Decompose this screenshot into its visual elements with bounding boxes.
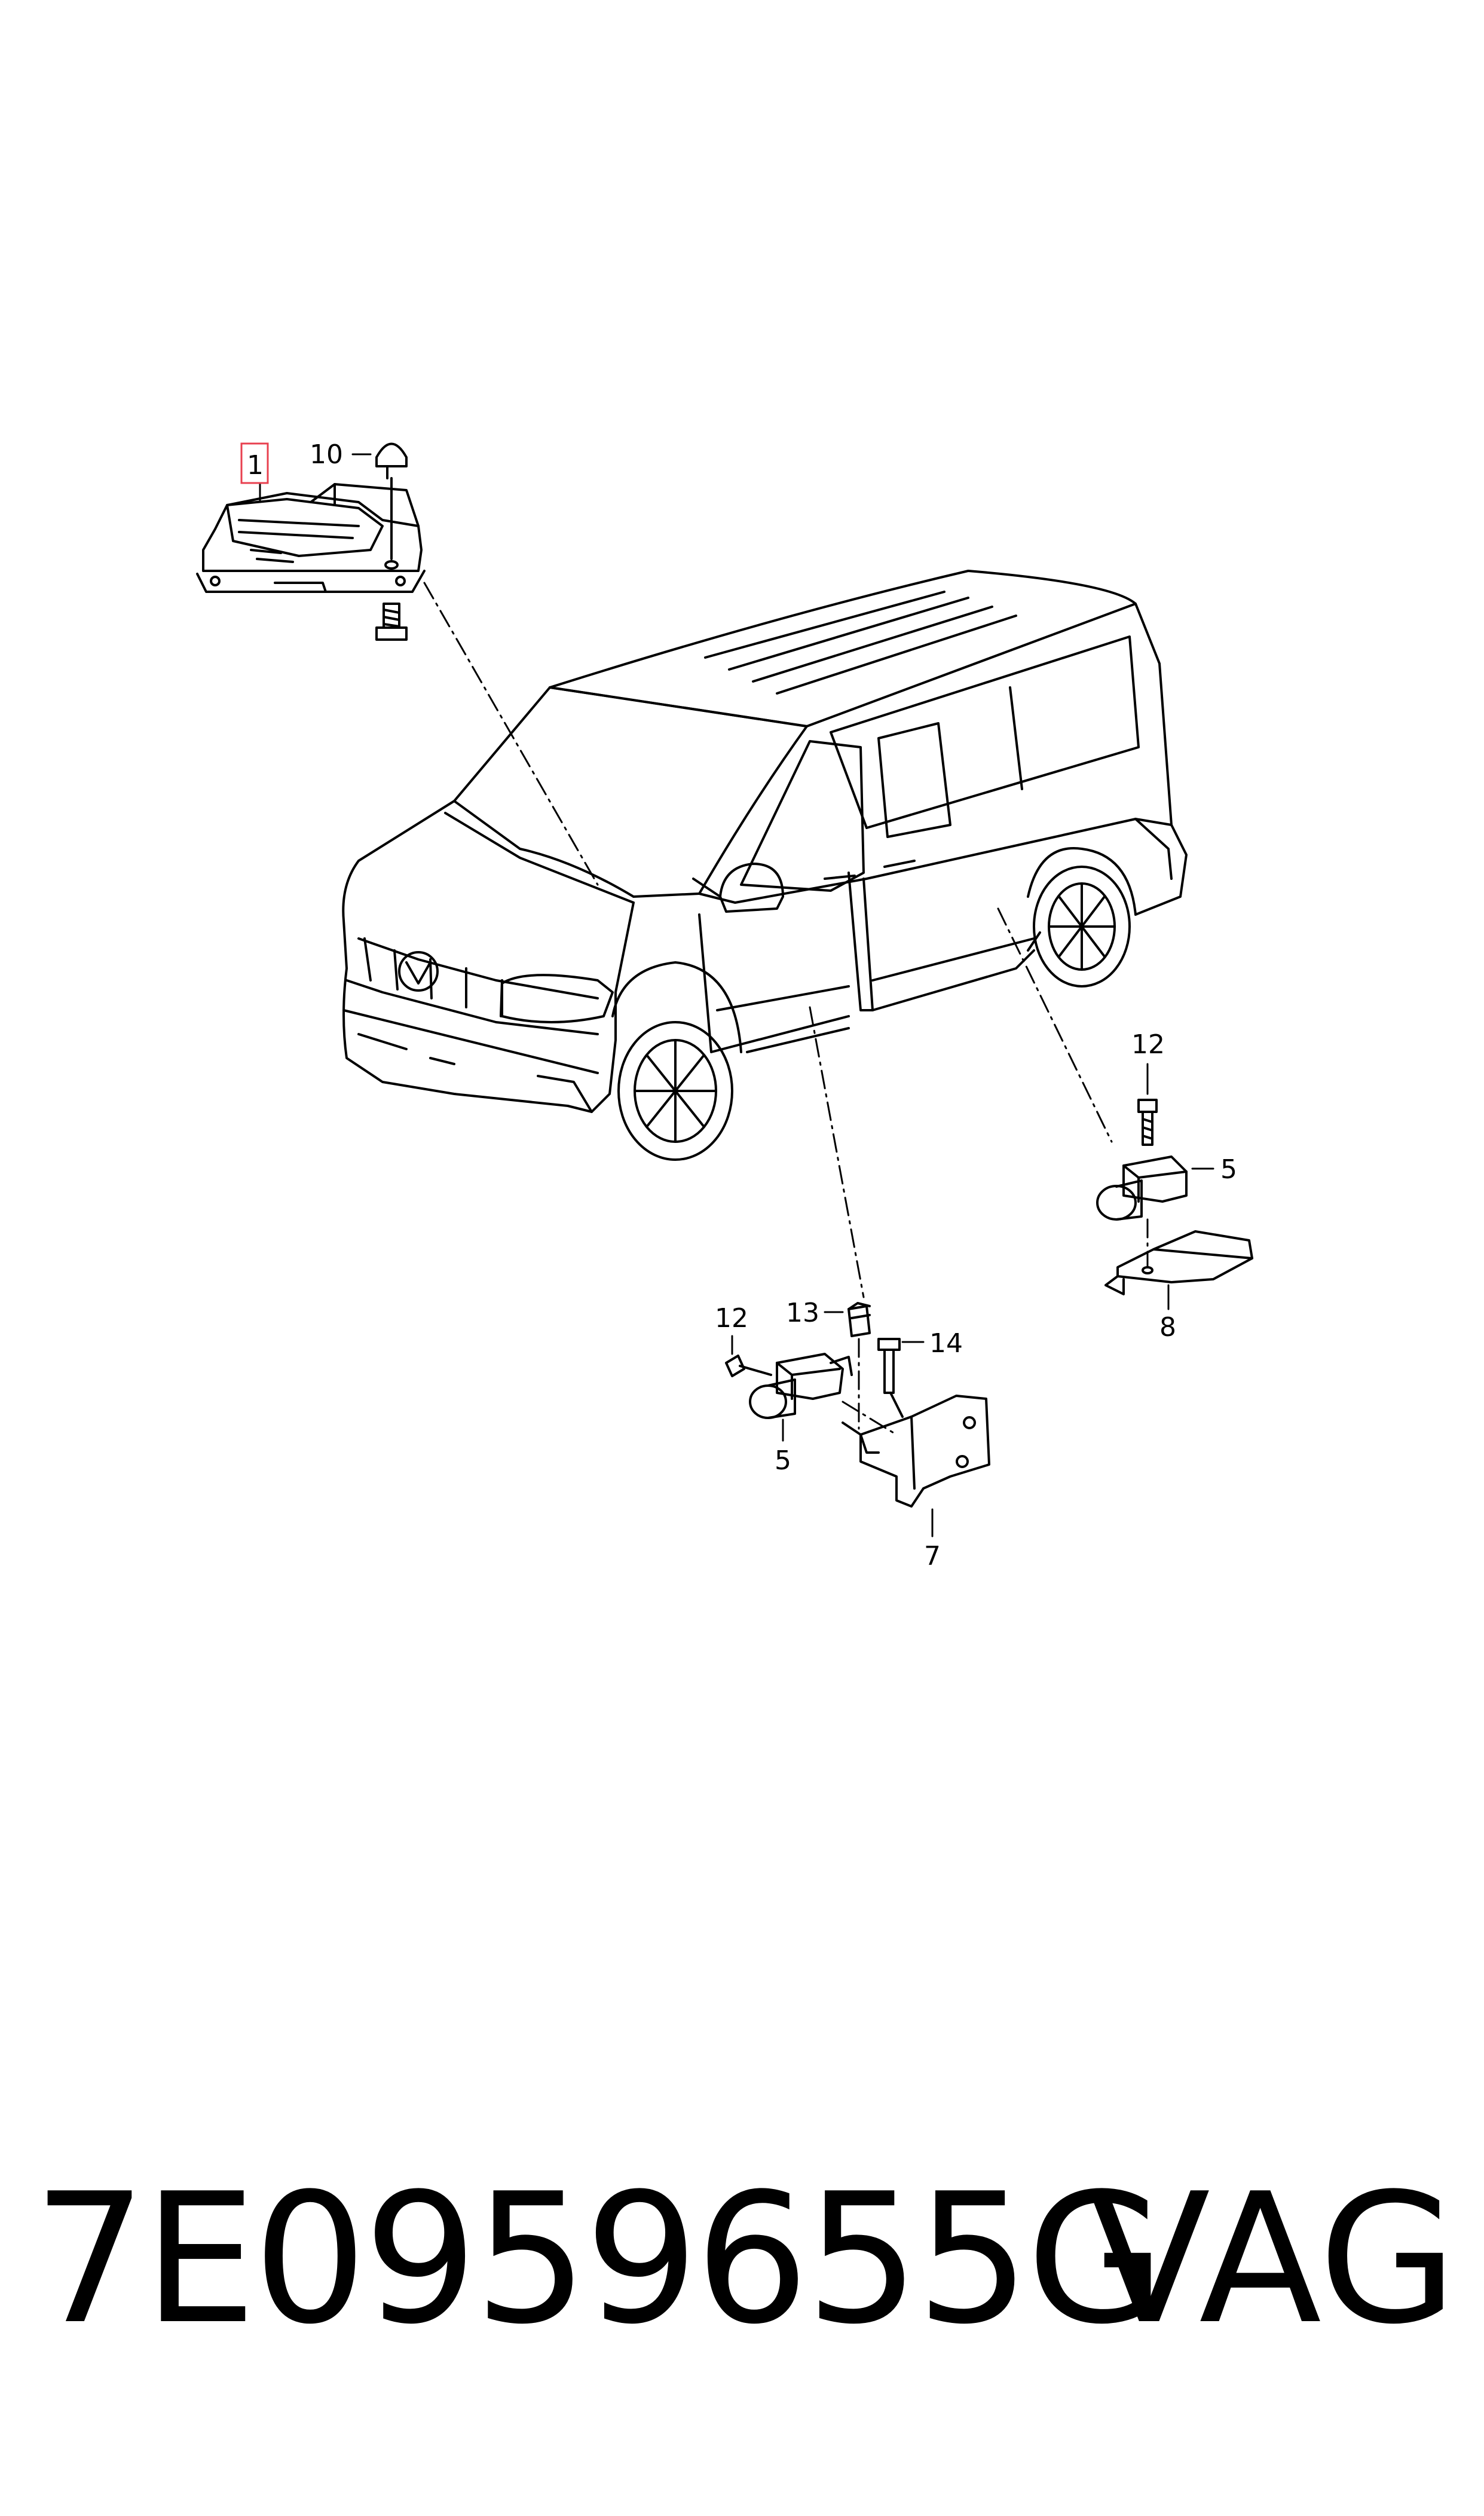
crash-sensor-icon bbox=[1096, 1155, 1188, 1221]
nut-icon bbox=[847, 1302, 871, 1337]
bolt-icon bbox=[725, 1355, 772, 1377]
callout-5-upper: 5 bbox=[1220, 1154, 1237, 1185]
control-unit-icon bbox=[196, 483, 426, 593]
callout-1: 1 bbox=[247, 450, 264, 481]
callout-7: 7 bbox=[924, 1541, 941, 1572]
bolt-icon bbox=[375, 603, 408, 641]
bolt-icon bbox=[1137, 1099, 1158, 1146]
brand-label: VAG bbox=[1088, 2155, 1458, 2364]
callout-8: 8 bbox=[1159, 1312, 1176, 1343]
nut-icon bbox=[375, 442, 408, 570]
callout-5-lower: 5 bbox=[775, 1445, 791, 1476]
callout-14: 14 bbox=[929, 1328, 963, 1359]
bracket-icon bbox=[1104, 1230, 1253, 1295]
callout-12-lower: 12 bbox=[715, 1303, 748, 1334]
callout-10: 10 bbox=[310, 439, 343, 470]
van-icon bbox=[342, 570, 1188, 1161]
callout-13: 13 bbox=[786, 1298, 819, 1328]
bolt-icon bbox=[877, 1338, 901, 1394]
bracket-icon bbox=[842, 1392, 990, 1508]
part-number: 7E0959655G bbox=[33, 2155, 1165, 2364]
callout-1-highlight bbox=[240, 442, 269, 484]
callout-12-upper: 12 bbox=[1131, 1029, 1165, 1060]
crash-sensor-icon bbox=[749, 1353, 853, 1419]
parts-diagram: 1 10 12 5 8 12 13 14 5 7 bbox=[196, 439, 1253, 1572]
